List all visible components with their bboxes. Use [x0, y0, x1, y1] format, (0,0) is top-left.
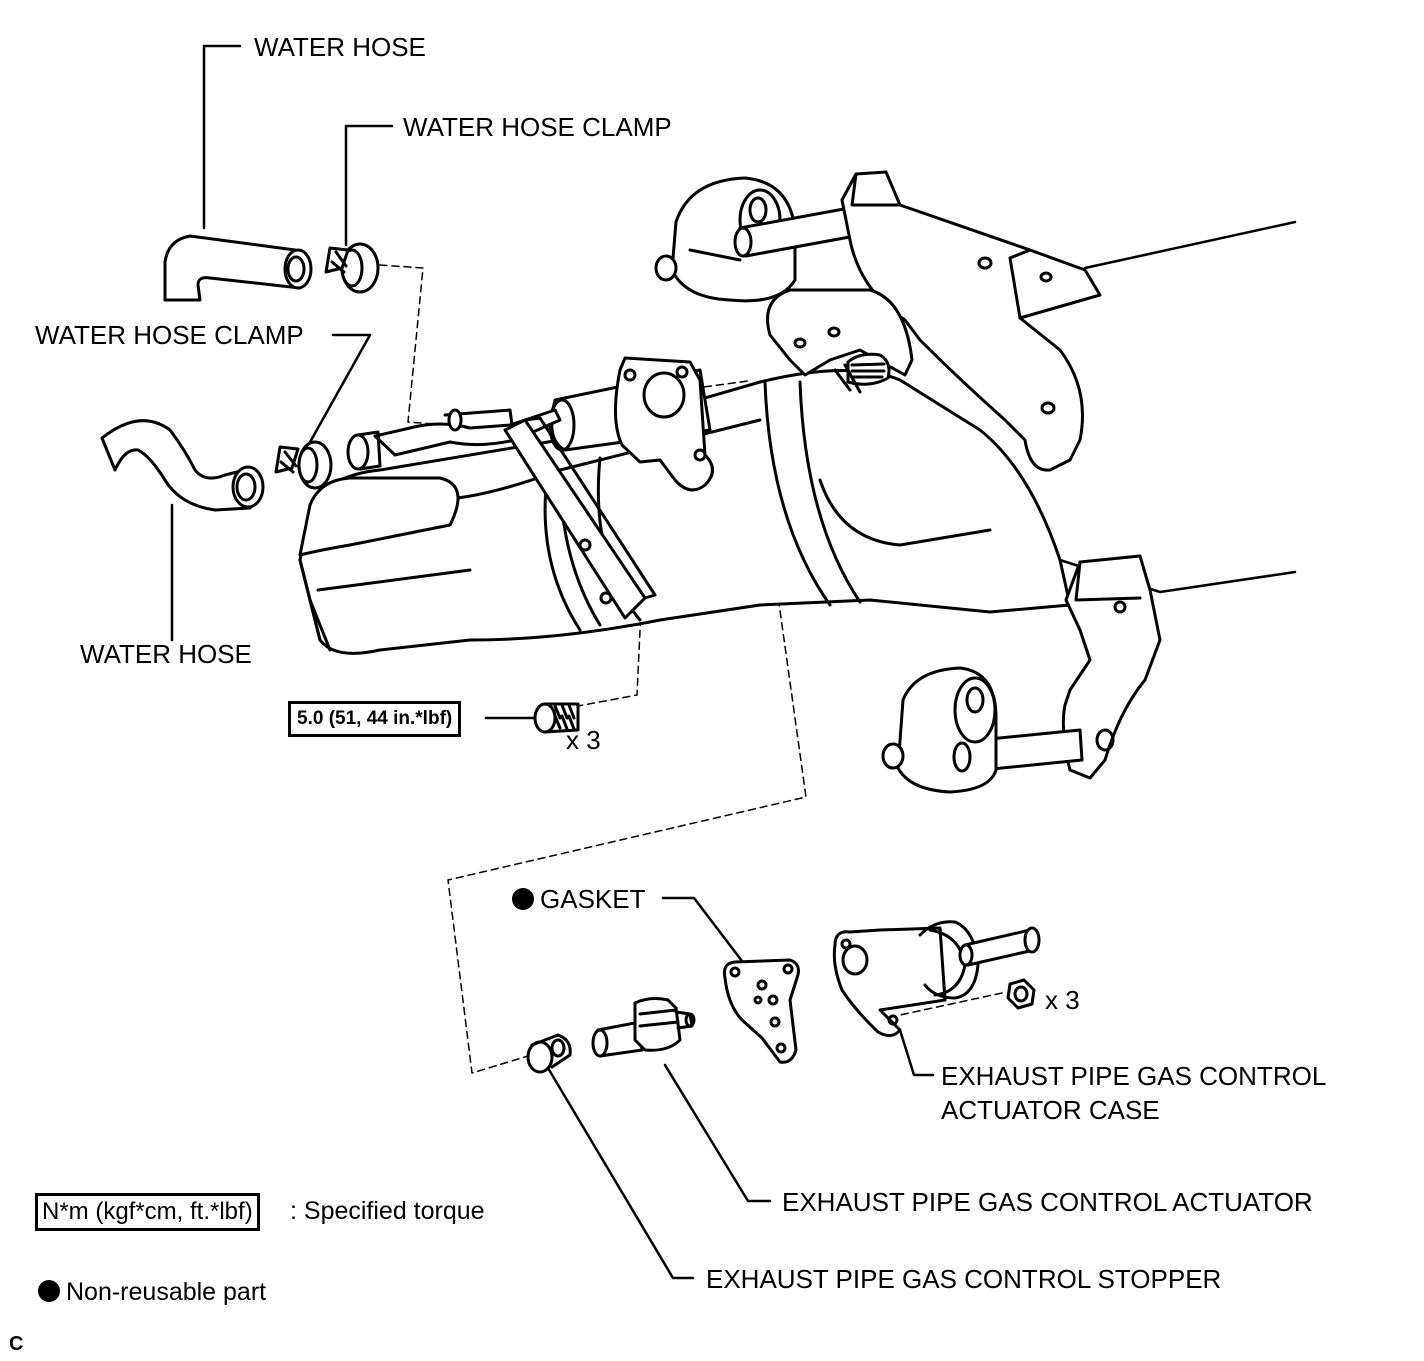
- label-water-hose-clamp-lower: WATER HOSE CLAMP: [35, 320, 304, 350]
- upper-water-hose-clamp: [324, 242, 380, 294]
- legend-torque-desc: : Specified torque: [290, 1197, 485, 1225]
- lower-water-hose: [100, 419, 265, 512]
- label-actuator: EXHAUST PIPE GAS CONTROL ACTUATOR: [782, 1187, 1313, 1217]
- case-nut: [1006, 978, 1036, 1010]
- gasket-text: GASKET: [540, 884, 646, 914]
- lower-mount-bracket: [881, 554, 1162, 794]
- label-gasket: GASKET: [512, 886, 645, 912]
- label-actuator-case-line1: EXHAUST PIPE GAS CONTROL: [941, 1061, 1327, 1091]
- legend-nonreusable-text: Non-reusable part: [66, 1278, 267, 1306]
- leader-lines: [170, 44, 935, 1280]
- label-bolt-count: x 3: [566, 725, 601, 755]
- muffler-body: [298, 368, 1072, 655]
- tail-pipes: [1058, 220, 1297, 594]
- body-bracket-strap: [503, 416, 657, 620]
- legend-nonreusable: Non-reusable part: [38, 1280, 266, 1305]
- non-reusable-dot-icon: [512, 888, 534, 910]
- legend-torque-unit-box: N*m (kgf*cm, ft.*lbf): [35, 1193, 260, 1232]
- torque-spec-box: 5.0 (51, 44 in.*lbf): [288, 701, 462, 737]
- upper-mount-bracket: [654, 170, 1102, 472]
- non-reusable-dot-icon: [38, 1280, 60, 1302]
- label-water-hose-lower: WATER HOSE: [80, 639, 252, 669]
- actuator-part: [591, 997, 696, 1058]
- corner-mark: C: [9, 1333, 24, 1355]
- body-flange: [613, 356, 714, 492]
- label-water-hose-upper: WATER HOSE: [254, 32, 426, 62]
- label-nut-count: x 3: [1045, 985, 1080, 1015]
- flange-bolt: [533, 702, 580, 734]
- label-water-hose-clamp-upper: WATER HOSE CLAMP: [403, 112, 672, 142]
- label-actuator-case-line2: ACTUATOR CASE: [941, 1095, 1160, 1125]
- label-stopper: EXHAUST PIPE GAS CONTROL STOPPER: [706, 1264, 1222, 1294]
- upper-water-hose: [163, 234, 313, 302]
- actuator-case-part: [832, 920, 1041, 1037]
- gasket-part: [723, 958, 800, 1064]
- lower-water-hose-clamp: [274, 440, 333, 490]
- stopper-part: [526, 1033, 572, 1074]
- body-water-pipe: [346, 408, 562, 471]
